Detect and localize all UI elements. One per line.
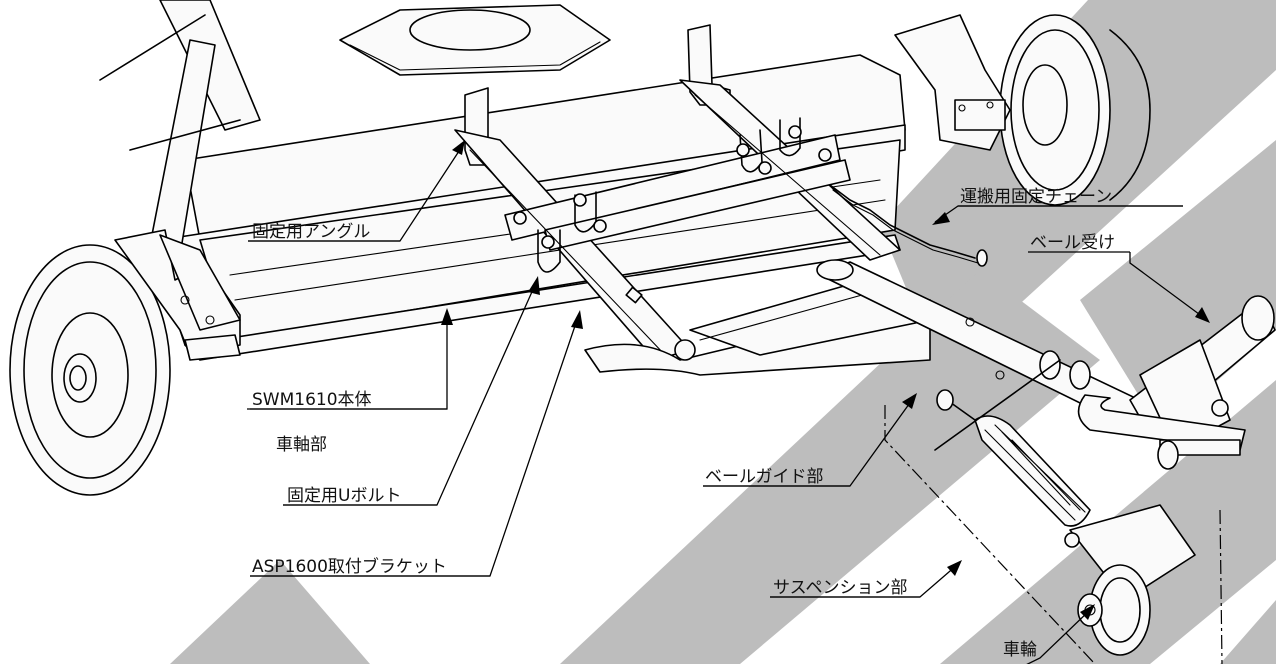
label-transport-chain: 運搬用固定チェーン [960,187,1112,207]
left-wheel [9,244,171,496]
label-wheel: 車輪 [1003,640,1037,660]
left-mount-bracket [114,229,241,361]
label-swm-body: SWM1610本体 [252,390,372,410]
label-bale-receiver: ベール受け [1030,233,1115,253]
label-u-bolt: 固定用Uボルト [287,486,401,506]
label-bracket: ASP1600取付ブラケット [252,556,447,577]
label-axle: 車軸部 [276,435,327,455]
u-bolts [513,117,832,273]
label-underlines [248,205,1183,598]
label-bale-guide: ベールガイド部 [705,467,824,487]
right-upper-wheel [894,14,1151,206]
small-wheel [1064,504,1196,656]
labels: 固定用アングル 運搬用固定チェーン ベール受け SWM1610本体 車軸部 固定… [252,187,1115,660]
transport-chain [829,184,988,267]
suspension-outline [884,405,1223,664]
label-suspension: サスペンション部 [773,578,907,598]
suspension [934,350,1091,527]
bale-receiver [1077,295,1276,470]
label-fixing-angle: 固定用アングル [252,222,370,242]
asp1600-bracket [454,79,901,361]
